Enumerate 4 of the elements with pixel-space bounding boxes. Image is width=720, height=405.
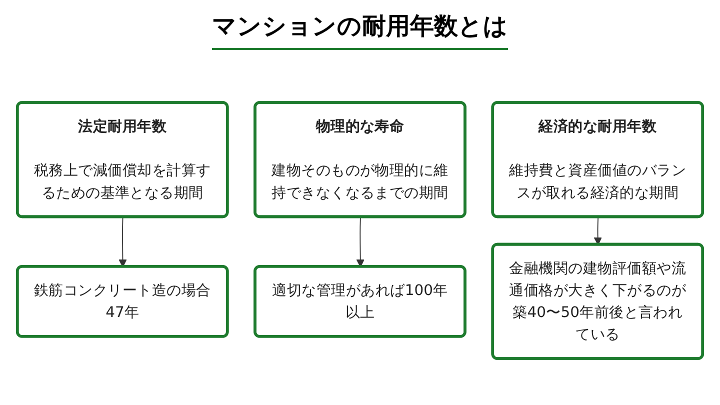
arrow	[118, 216, 127, 268]
title: マンションの耐用年数とは	[212, 10, 508, 50]
arrow	[356, 216, 364, 268]
arrow	[594, 216, 602, 246]
